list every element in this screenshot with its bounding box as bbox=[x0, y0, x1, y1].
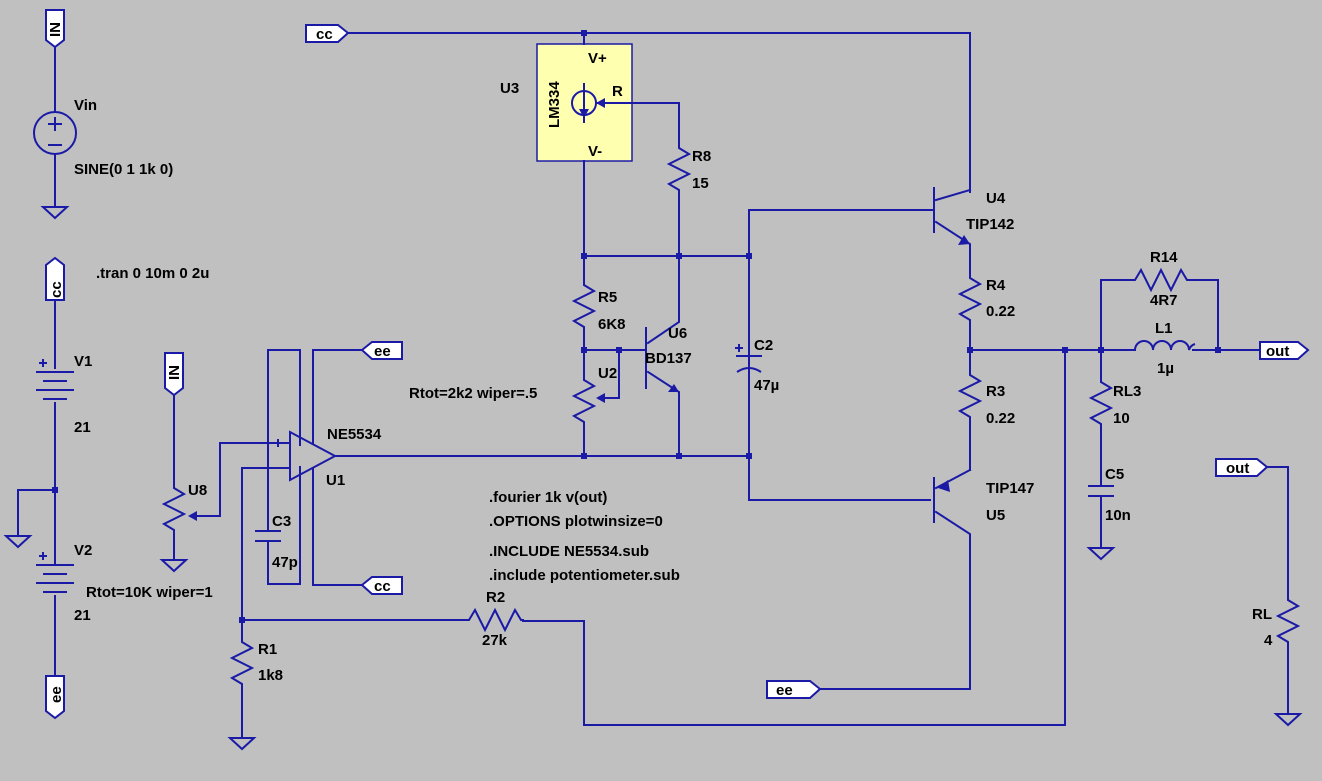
r1-value: 1k8 bbox=[258, 667, 283, 684]
r8-resistor[interactable] bbox=[666, 102, 692, 257]
r5-resistor[interactable] bbox=[571, 255, 597, 351]
flag-v2-ee-text: ee bbox=[48, 686, 65, 703]
flag-opamp-ee-text: ee bbox=[374, 343, 391, 360]
u3-pin-vm: V- bbox=[588, 143, 602, 160]
directive-include-ne5534[interactable]: .INCLUDE NE5534.sub bbox=[489, 543, 649, 560]
flag-v1-cc: cc bbox=[45, 256, 65, 301]
rl3-name: RL3 bbox=[1113, 383, 1141, 400]
rl3-resistor[interactable] bbox=[1088, 349, 1114, 485]
flag-out-ee-text: ee bbox=[776, 682, 793, 699]
r2-resistor[interactable] bbox=[241, 607, 524, 633]
c3-capacitor[interactable] bbox=[255, 455, 281, 542]
u6-transistor[interactable] bbox=[583, 255, 680, 457]
rl-value: 4 bbox=[1264, 632, 1273, 649]
flag-pot-in-text: IN bbox=[166, 365, 183, 380]
r5-name: R5 bbox=[598, 289, 617, 306]
l1-inductor[interactable] bbox=[1134, 340, 1261, 351]
flag-out2-text: out bbox=[1226, 460, 1249, 477]
r4-name: R4 bbox=[986, 277, 1006, 294]
r2-value: 27k bbox=[482, 632, 508, 649]
v2-name: V2 bbox=[74, 542, 92, 559]
c2-value: 47µ bbox=[754, 377, 779, 394]
flag-v2-ee: ee bbox=[45, 675, 65, 720]
u8-params: Rtot=10K wiper=1 bbox=[86, 584, 213, 601]
u3-part: LM334 bbox=[546, 81, 563, 128]
flag-opamp-cc-text: cc bbox=[374, 578, 391, 595]
r3-value: 0.22 bbox=[986, 410, 1015, 427]
flag-out2: out bbox=[1215, 458, 1269, 477]
rl3-value: 10 bbox=[1113, 410, 1130, 427]
r14-name: R14 bbox=[1150, 249, 1178, 266]
u2-params: Rtot=2k2 wiper=.5 bbox=[409, 385, 537, 402]
u6-part: BD137 bbox=[645, 350, 692, 367]
flag-top-cc-text: cc bbox=[316, 26, 333, 43]
u8-potentiometer[interactable] bbox=[159, 394, 197, 573]
flag-out1: out bbox=[1259, 341, 1310, 360]
directive-fourier[interactable]: .fourier 1k v(out) bbox=[489, 489, 607, 506]
u5-name: U5 bbox=[986, 507, 1005, 524]
junction-dots bbox=[52, 30, 1221, 623]
vin-source[interactable] bbox=[33, 44, 77, 220]
r5-value: 6K8 bbox=[598, 316, 626, 333]
c5-capacitor[interactable] bbox=[1086, 485, 1116, 561]
r3-resistor[interactable] bbox=[957, 349, 983, 471]
u3-pin-vp: V+ bbox=[588, 50, 607, 67]
v1-battery[interactable] bbox=[36, 299, 74, 566]
flag-out-ee: ee bbox=[766, 680, 822, 699]
r1-name: R1 bbox=[258, 641, 277, 658]
v1-name: V1 bbox=[74, 353, 92, 370]
u6-name: U6 bbox=[668, 325, 687, 342]
u3-pin-r: R bbox=[612, 83, 623, 100]
rl-name: RL bbox=[1252, 606, 1272, 623]
u3-lm334[interactable] bbox=[536, 43, 680, 162]
u5-part: TIP147 bbox=[986, 480, 1034, 497]
r2-name: R2 bbox=[486, 589, 505, 606]
c2-capacitor[interactable] bbox=[735, 344, 762, 373]
directive-options[interactable]: .OPTIONS plotwinsize=0 bbox=[489, 513, 663, 530]
r8-value: 15 bbox=[692, 175, 709, 192]
flag-vin-in: IN bbox=[45, 9, 65, 49]
u5-transistor[interactable] bbox=[933, 468, 972, 690]
r8-name: R8 bbox=[692, 148, 711, 165]
v2-battery[interactable] bbox=[36, 552, 74, 677]
vin-name: Vin bbox=[74, 97, 97, 114]
u4-transistor[interactable] bbox=[929, 187, 972, 271]
u4-name: U4 bbox=[986, 190, 1006, 207]
flag-vin-in-text: IN bbox=[47, 22, 64, 37]
flag-opamp-ee: ee bbox=[360, 341, 403, 360]
flag-v1-cc-text: cc bbox=[48, 281, 65, 298]
u1-part: NE5534 bbox=[327, 426, 382, 443]
r14-resistor[interactable] bbox=[1100, 267, 1219, 351]
u8-name: U8 bbox=[188, 482, 207, 499]
u2-name: U2 bbox=[598, 365, 617, 382]
flag-pot-in: IN bbox=[164, 352, 184, 397]
u1-name: U1 bbox=[326, 472, 345, 489]
r4-value: 0.22 bbox=[986, 303, 1015, 320]
c5-name: C5 bbox=[1105, 466, 1124, 483]
c3-value: 47p bbox=[272, 554, 298, 571]
rl-resistor[interactable] bbox=[1266, 466, 1303, 727]
u2-potentiometer[interactable] bbox=[571, 349, 620, 457]
l1-name: L1 bbox=[1155, 320, 1173, 337]
flag-out1-text: out bbox=[1266, 343, 1289, 360]
c3-name: C3 bbox=[272, 513, 291, 530]
r1-resistor[interactable] bbox=[227, 619, 257, 751]
flag-opamp-cc: cc bbox=[360, 576, 403, 595]
v1-value: 21 bbox=[74, 419, 91, 436]
r14-value: 4R7 bbox=[1150, 292, 1178, 309]
u4-part: TIP142 bbox=[966, 216, 1014, 233]
vin-value: SINE(0 1 1k 0) bbox=[74, 161, 173, 178]
c2-name: C2 bbox=[754, 337, 773, 354]
r4-resistor[interactable] bbox=[957, 269, 983, 351]
ground-mid bbox=[3, 489, 56, 549]
u3-name: U3 bbox=[500, 80, 519, 97]
directive-tran[interactable]: .tran 0 10m 0 2u bbox=[96, 265, 209, 282]
flag-top-cc: cc bbox=[305, 24, 350, 43]
directive-include-potentiometer[interactable]: .include potentiometer.sub bbox=[489, 567, 680, 584]
l1-value: 1µ bbox=[1157, 360, 1174, 377]
v2-value: 21 bbox=[74, 607, 91, 624]
r3-name: R3 bbox=[986, 383, 1005, 400]
c5-value: 10n bbox=[1105, 507, 1131, 524]
